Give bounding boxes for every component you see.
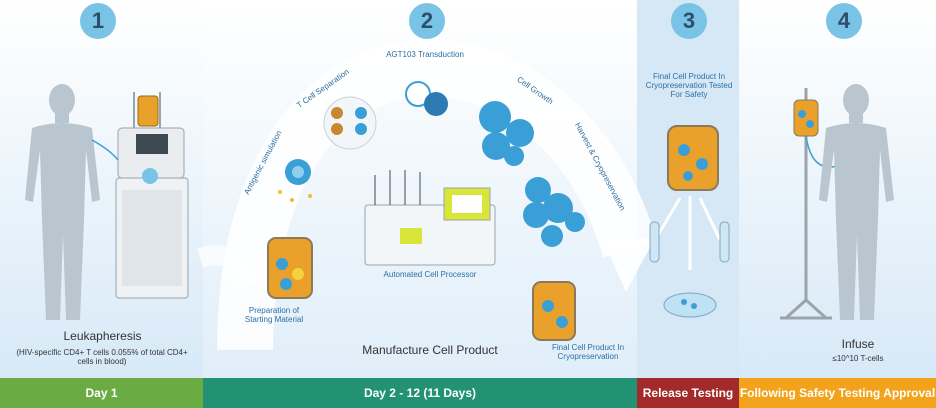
leukapheresis-title: Leukapheresis (63, 329, 142, 343)
footer-day-2-12: Day 2 - 12 (11 Days) (203, 378, 637, 408)
virus-icon (405, 81, 448, 116)
cell-cluster-icon (479, 101, 585, 247)
final-product-label: Final Cell Product In Cryopreservation (551, 343, 625, 362)
cell-separation-icon (323, 96, 377, 150)
infuse-subtitle: ≤10^10 T-cells (832, 354, 884, 363)
test-tube-icon (649, 221, 730, 263)
apheresis-machine-icon (91, 92, 189, 299)
petri-dish-icon (663, 292, 717, 318)
manufacture-title: Manufacture Cell Product (362, 343, 498, 357)
human-body-icon (25, 84, 100, 320)
illustration-layer (25, 40, 894, 351)
transduction-label: AGT103 Transduction (386, 50, 464, 59)
leukapheresis-subtitle: (HIV-specific CD4+ T cells 0.055% of tot… (16, 348, 188, 367)
test-bag-icon (653, 125, 722, 270)
step-number-2: 2 (409, 3, 445, 39)
step-number-4: 4 (826, 3, 862, 39)
iv-stand-icon (780, 88, 841, 320)
cell-processor-icon (364, 170, 496, 266)
blood-bag-icon (267, 237, 313, 299)
final-bag-icon (532, 281, 576, 341)
footer-release-testing: Release Testing (637, 378, 739, 408)
patient-body-icon (819, 84, 894, 320)
antigen-cell-icon (278, 159, 312, 202)
preparation-label: Preparation of Starting Material (244, 306, 304, 325)
footer-safety-approval: Following Safety Testing Approval (739, 378, 936, 408)
processor-label: Automated Cell Processor (383, 270, 477, 279)
process-arrow (196, 40, 658, 351)
infuse-title: Infuse (841, 337, 875, 351)
release-testing-label: Final Cell Product In Cryopreservation T… (645, 72, 733, 100)
footer-day-1: Day 1 (0, 378, 203, 408)
step-number-1: 1 (80, 3, 116, 39)
step-number-3: 3 (671, 3, 707, 39)
